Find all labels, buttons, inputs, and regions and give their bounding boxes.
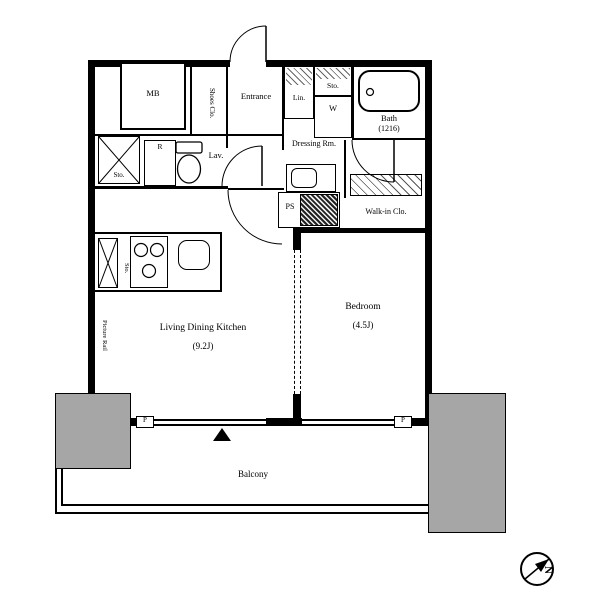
shoes-closet <box>190 65 228 136</box>
room-label-storage-top: Sto. <box>327 81 339 90</box>
washer-space <box>314 96 352 138</box>
room-label-ldk: Living Dining Kitchen <box>159 323 247 333</box>
balcony-edge <box>61 468 63 506</box>
room-label-mb: MB <box>146 88 160 98</box>
room-label-picture-rail: Picture Rail <box>101 319 108 351</box>
room-label-storage-kitchen: Sto. <box>123 262 130 274</box>
pipe-space-hatch <box>300 194 338 226</box>
sliding-partition <box>300 250 301 394</box>
room-label-walk-in-closet: Walk-in Clo. <box>365 207 407 216</box>
concrete-pillar-left <box>55 393 131 469</box>
hall-door-arc <box>227 189 283 245</box>
wall <box>266 60 432 67</box>
room-label-storage-hall: Sto. <box>113 171 125 179</box>
room-label-dressing: Dressing Rm. <box>292 139 336 148</box>
room-label-refrigerator: R <box>157 142 163 151</box>
room-label-balcony: Balcony <box>238 469 268 479</box>
room-label-entrance: Entrance <box>240 91 272 101</box>
wall <box>352 62 354 140</box>
compass-needle-line <box>524 558 550 580</box>
pillar-marker-right <box>394 416 412 428</box>
storage-top-hatch <box>316 68 350 79</box>
wall <box>293 228 301 250</box>
wall <box>344 140 346 198</box>
wall <box>226 136 228 148</box>
pillar-label-right: P <box>401 416 405 424</box>
entrance-step-line <box>228 134 282 136</box>
toilet-tank <box>175 141 203 154</box>
linen-hatch <box>286 68 312 85</box>
vanity-basin <box>291 168 317 188</box>
window <box>154 424 266 426</box>
toilet-bowl <box>176 154 202 184</box>
kitchen-counter-edge <box>220 232 222 292</box>
window <box>154 419 266 421</box>
kitchen-stove <box>130 236 168 288</box>
room-label-linen: Lin. <box>292 93 306 102</box>
walk-in-closet-hatch <box>350 174 422 196</box>
wall <box>293 394 301 418</box>
balcony-edge <box>55 512 428 514</box>
room-label-bedroom: Bedroom <box>345 302 381 312</box>
wall <box>352 138 426 140</box>
compass-circle <box>520 552 554 586</box>
wall <box>293 228 432 233</box>
wall <box>412 418 432 426</box>
balcony-edge <box>62 504 428 506</box>
compass: N <box>520 552 554 586</box>
compass-north-label: N <box>542 566 554 574</box>
hall-door-frame-line <box>228 188 284 190</box>
wall <box>282 67 284 150</box>
direction-triangle <box>213 428 231 441</box>
room-label-pipe-space: PS <box>285 202 295 211</box>
kitchen-counter-edge <box>95 290 222 292</box>
pillar-marker-left <box>136 416 154 428</box>
kitchen-storage-box <box>98 238 118 288</box>
room-label-shoes-closet: Shoes Clo. <box>208 87 216 119</box>
wall <box>266 418 302 426</box>
kitchen-sink <box>178 240 210 270</box>
window <box>302 419 394 421</box>
wall <box>95 186 228 189</box>
compass-needle-head <box>535 559 549 572</box>
balcony-edge <box>55 468 57 514</box>
meter-box <box>120 62 186 130</box>
wall <box>88 60 95 426</box>
concrete-pillar-right <box>428 393 506 533</box>
wall <box>425 60 432 426</box>
sliding-partition <box>294 250 295 394</box>
window <box>302 424 394 426</box>
room-label-bath-size: (1216) <box>378 124 400 133</box>
room-label-lavatory: Lav. <box>208 150 224 160</box>
kitchen-counter-edge <box>95 232 222 234</box>
bathtub <box>358 70 420 112</box>
entrance-door-arc <box>229 25 267 63</box>
refrigerator-space <box>144 140 176 186</box>
room-label-bedroom-size: (4.5J) <box>352 320 374 330</box>
pillar-label-left: P <box>143 416 147 424</box>
room-label-bath: Bath <box>380 113 398 123</box>
wall <box>95 134 228 136</box>
room-label-ldk-size: (9.2J) <box>192 341 214 351</box>
room-label-washer: W <box>328 103 338 113</box>
